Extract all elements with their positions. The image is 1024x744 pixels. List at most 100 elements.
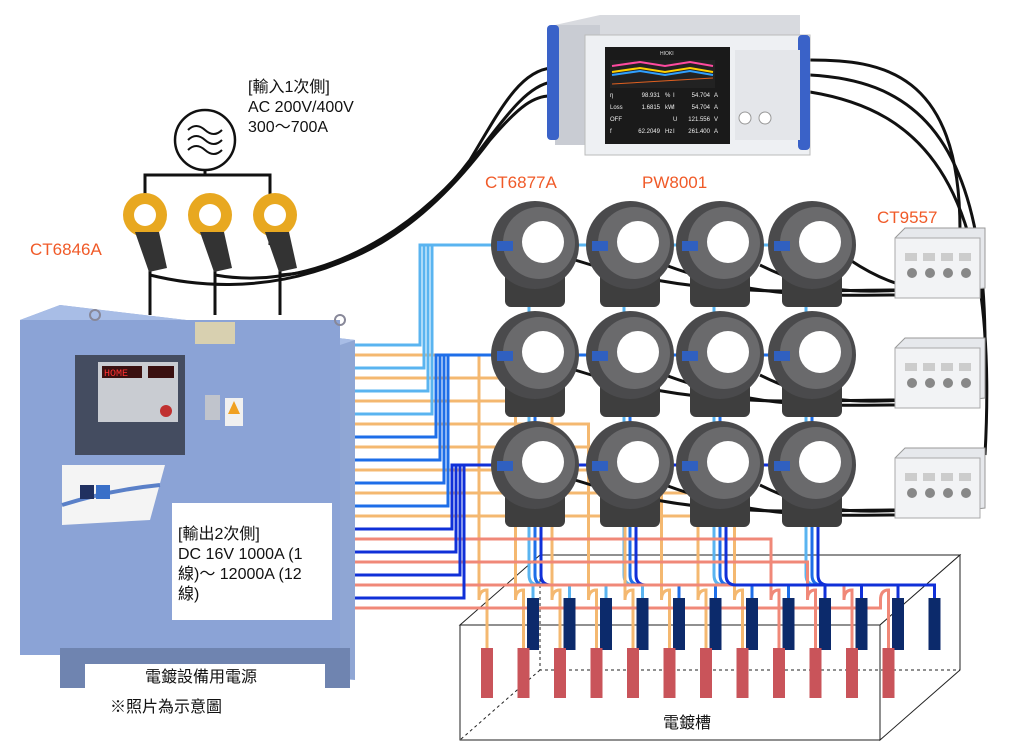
ct6877a-sensor: [491, 201, 579, 307]
ct6846a-clamp: [123, 193, 167, 272]
anode-electrode: [481, 648, 493, 698]
cathode-electrode: [636, 598, 649, 650]
ct9557-unit: [894, 227, 986, 299]
screen-value: η: [610, 93, 613, 99]
screen-value: I: [673, 93, 675, 99]
screen-value: A: [714, 93, 718, 99]
output-side-label: [輸出2次側] DC 16V 1000A (1 線)～ 12000A (12 線…: [172, 503, 332, 620]
anode-electrode: [809, 648, 822, 698]
screen-value: %: [665, 93, 671, 99]
positive-wire: [355, 353, 489, 650]
cathode-electrode: [600, 598, 612, 650]
cathode-electrode: [782, 598, 795, 650]
screen-value: A: [714, 129, 718, 135]
ct6877a-sensor: [491, 311, 579, 417]
ct6846a-label: CT6846A: [30, 240, 102, 259]
tank-label: 電鍍槽: [663, 715, 712, 732]
ct6846a-clamps: [123, 193, 297, 272]
screen-value: I: [673, 129, 675, 135]
analyzer-brand: HIOKI: [660, 51, 674, 57]
screen-value: kW: [665, 105, 674, 111]
screen-value: 62.2049: [638, 129, 660, 135]
anode-electrode: [882, 648, 895, 698]
positive-wire: [355, 583, 854, 650]
ct6846a-clamp: [188, 193, 232, 272]
ct6877a-sensor: [768, 421, 856, 527]
anode-electrode: [700, 648, 712, 698]
screen-value: V: [714, 117, 718, 123]
positive-wire: [355, 376, 525, 650]
screen-value: I: [673, 105, 675, 111]
input-side-current: 300～700A: [248, 119, 329, 136]
ct6877a-sensor: [676, 201, 764, 307]
cathode-electrode: [892, 598, 904, 650]
ct6846a-clamp: [253, 193, 297, 272]
screen-value: 261.400: [688, 129, 710, 135]
screen-value: 1.6815: [642, 105, 661, 111]
input-side-label: [輸入1次側] AC 200V/400V 300～700A: [248, 78, 354, 138]
positive-wire: [355, 468, 671, 650]
output-side-line3: 線): [178, 586, 200, 603]
cathode-electrode: [928, 598, 941, 650]
anode-electrode: [554, 648, 566, 698]
anode-electrode: [663, 648, 676, 698]
ct6877a-label: CT6877A: [485, 173, 557, 192]
screen-value: Hz: [665, 129, 672, 135]
screen-value: 98.931: [642, 93, 661, 99]
ct6877a-sensor: [586, 311, 674, 417]
anode-electrode: [627, 648, 639, 698]
positive-wire: [355, 560, 817, 650]
ct9557-units: [894, 227, 986, 519]
cathode-electrode: [527, 598, 539, 650]
ct9557-unit: [894, 337, 986, 409]
ct6877a-sensor: [586, 201, 674, 307]
screen-value: Loss: [610, 105, 623, 111]
positive-wire: [355, 399, 562, 650]
cathode-electrode: [563, 598, 576, 650]
anode-electrode: [736, 648, 749, 698]
anode-electrode: [590, 648, 603, 698]
svg-text:HOME: HOME: [104, 369, 128, 380]
screen-value: U: [673, 117, 677, 123]
ct9557-label: CT9557: [877, 208, 938, 227]
input-side-voltage: AC 200V/400V: [248, 99, 354, 116]
ct9557-unit: [894, 447, 986, 519]
anode-electrode: [773, 648, 785, 698]
positive-wire: [355, 588, 890, 650]
ct6877a-sensor: [676, 421, 764, 527]
input-side-title: [輸入1次側]: [248, 79, 330, 96]
plating-power-supply-cabinet: HOME: [20, 305, 355, 688]
positive-wire: [355, 422, 598, 650]
screen-value: A: [714, 105, 718, 111]
screen-value: 54.704: [692, 105, 711, 111]
output-side-line1: DC 16V 1000A (1: [178, 546, 303, 563]
ct6877a-sensor-grid: [491, 201, 856, 527]
cathode-electrode: [855, 598, 868, 650]
screen-value: OFF: [610, 117, 622, 123]
photo-note: ※照片為示意圖: [80, 698, 340, 722]
anode-electrode: [517, 648, 530, 698]
screen-value: f: [610, 129, 612, 135]
ct6877a-sensor: [491, 421, 579, 527]
output-side-title: [輸出2次側]: [178, 526, 260, 543]
ct6877a-sensor: [768, 311, 856, 417]
anode-electrode: [846, 648, 858, 698]
cathode-electrode: [673, 598, 685, 650]
screen-value: 121.556: [688, 117, 710, 123]
electrodes: [481, 598, 941, 698]
output-side-line2: 線)～ 12000A (12: [178, 566, 302, 583]
screen-value: 54.704: [692, 93, 711, 99]
positive-wire: [355, 491, 708, 650]
cathode-electrode: [819, 598, 831, 650]
positive-wire: [355, 445, 635, 650]
cathode-electrode: [709, 598, 722, 650]
positive-wire: [355, 514, 744, 650]
positive-wire: [355, 537, 781, 650]
ct6877a-sensor: [768, 201, 856, 307]
pw8001-label: PW8001: [642, 173, 708, 192]
power-supply-label: 電鍍設備用電源: [85, 664, 325, 700]
ct6877a-sensor: [676, 311, 764, 417]
ct6877a-sensor: [586, 421, 674, 527]
